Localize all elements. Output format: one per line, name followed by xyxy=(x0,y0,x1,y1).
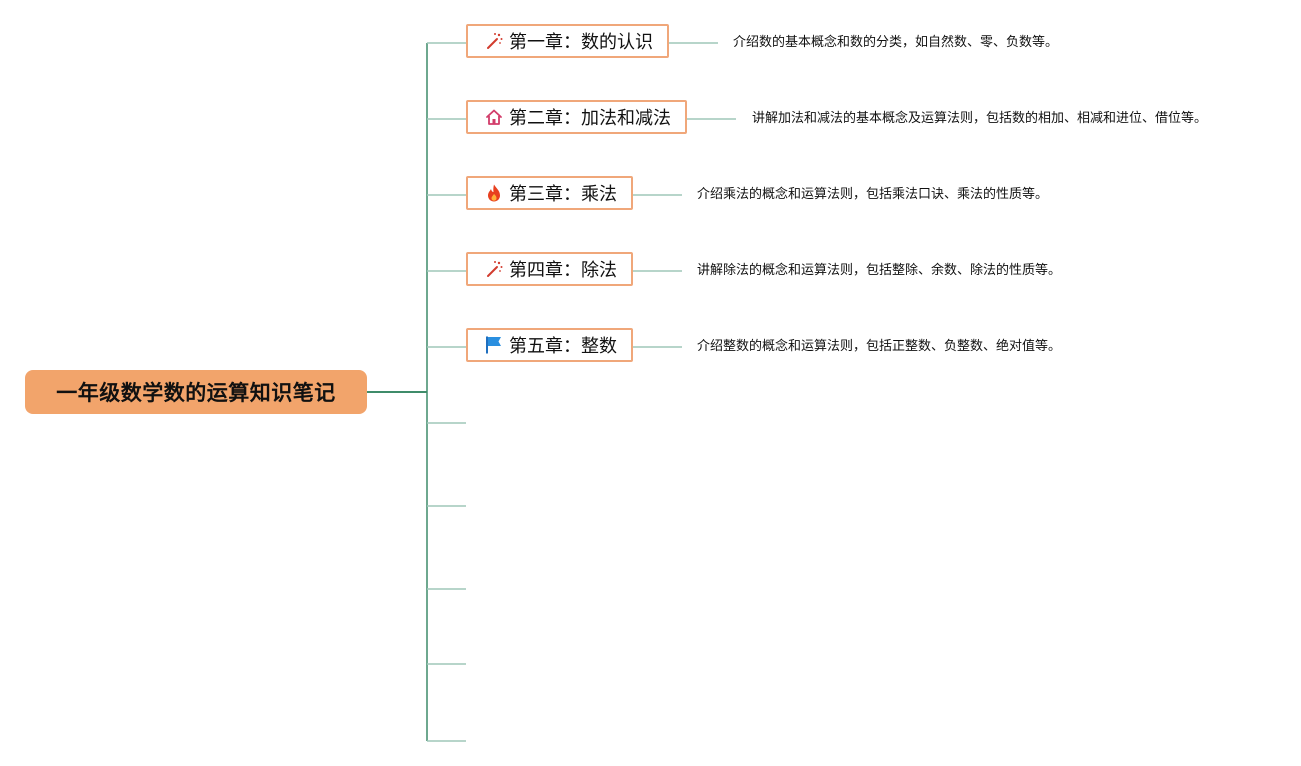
chapter-node-5[interactable]: 第五章：整数 xyxy=(466,328,633,362)
chapter-title: 第三章：乘法 xyxy=(509,184,617,205)
magic-wand-icon xyxy=(484,259,504,279)
fire-icon xyxy=(484,183,504,203)
chapter-node-4[interactable]: 第四章：除法 xyxy=(466,252,633,286)
chapter-description: 介绍数的基本概念和数的分类，如自然数、零、负数等。 xyxy=(733,35,1059,50)
chapter-description: 介绍整数的概念和运算法则，包括正整数、负整数、绝对值等。 xyxy=(697,339,1062,354)
chapter-node-1[interactable]: 第一章：数的认识 xyxy=(466,24,669,58)
chapter-title: 第二章：加法和减法 xyxy=(509,108,671,129)
chapter-title: 第一章：数的认识 xyxy=(509,32,653,53)
chapter-title: 第四章：除法 xyxy=(509,260,617,281)
flag-icon xyxy=(484,335,504,355)
chapter-node-3[interactable]: 第三章：乘法 xyxy=(466,176,633,210)
root-topic[interactable]: 一年级数学数的运算知识笔记 xyxy=(25,370,367,414)
magic-wand-icon xyxy=(484,31,504,51)
home-icon xyxy=(484,107,504,127)
chapter-description: 讲解除法的概念和运算法则，包括整除、余数、除法的性质等。 xyxy=(697,263,1062,278)
chapter-title: 第五章：整数 xyxy=(509,336,617,357)
root-topic-label: 一年级数学数的运算知识笔记 xyxy=(56,381,336,405)
chapter-node-2[interactable]: 第二章：加法和减法 xyxy=(466,100,687,134)
chapter-description: 介绍乘法的概念和运算法则，包括乘法口诀、乘法的性质等。 xyxy=(697,187,1049,202)
chapter-description: 讲解加法和减法的基本概念及运算法则，包括数的相加、相减和进位、借位等。 xyxy=(752,111,1208,126)
